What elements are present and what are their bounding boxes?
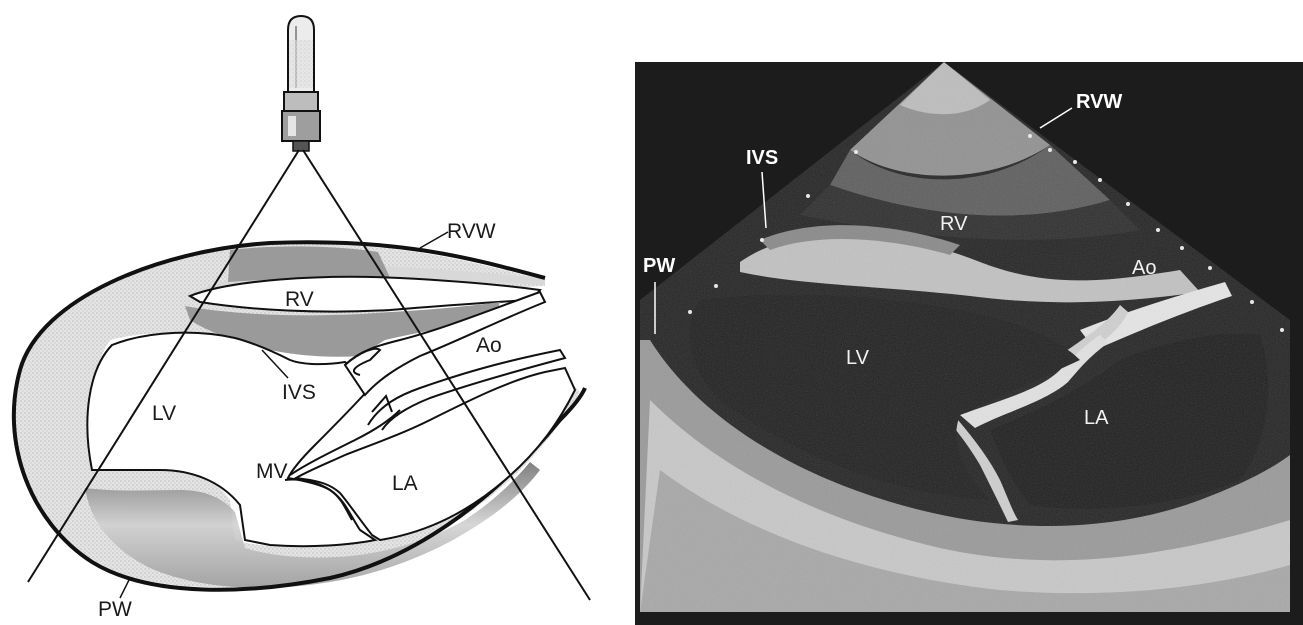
- label-la: LA: [392, 472, 418, 495]
- label-rv: RV: [285, 288, 314, 311]
- transducer-probe-icon: [282, 16, 320, 151]
- echo-label-pw: PW: [643, 255, 675, 277]
- label-ao: Ao: [476, 334, 502, 357]
- echo-label-la: LA: [1084, 407, 1109, 429]
- echocardiogram-panel: RVW IVS RV PW Ao LV LA: [635, 62, 1303, 625]
- echo-label-ao: Ao: [1132, 257, 1156, 279]
- schematic-panel: RVW RV Ao IVS LV MV LA PW: [14, 16, 590, 621]
- label-rvw: RVW: [447, 220, 496, 243]
- echo-label-ivs: IVS: [746, 147, 778, 169]
- echo-label-rv: RV: [940, 213, 968, 235]
- label-mv: MV: [256, 460, 288, 483]
- label-ivs: IVS: [282, 381, 316, 404]
- echo-label-rvw: RVW: [1076, 91, 1122, 113]
- label-pw: PW: [98, 598, 132, 621]
- echo-label-lv: LV: [846, 347, 870, 369]
- label-lv: LV: [152, 402, 176, 425]
